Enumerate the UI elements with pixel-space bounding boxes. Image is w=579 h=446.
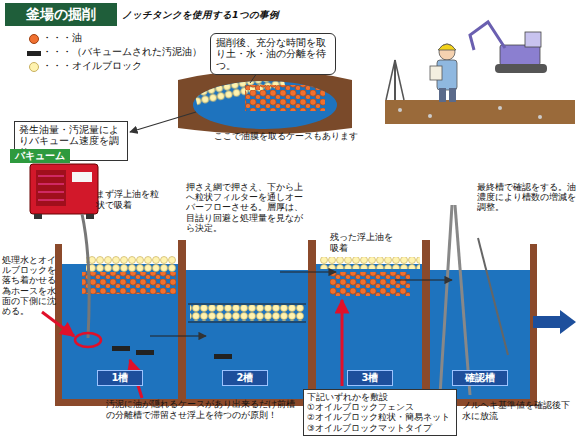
note-text: 押さえ網で押さえ、下から上へ粒状フィルターを通しオーバーフローさせる。層厚は、目… — [186, 182, 310, 233]
node-text: バキューム — [12, 150, 68, 162]
node-text: 確認槽 — [455, 372, 505, 384]
legend-swatch — [27, 51, 41, 56]
title-band: 釜場の掘削 — [5, 3, 117, 26]
excavation-pit — [178, 66, 352, 134]
legend-text: ・・・油 — [42, 32, 82, 43]
node-subtext: ②オイルブロック粒状・簡易ネット — [307, 412, 453, 422]
callout-marks — [42, 300, 342, 398]
node-text: 2槽 — [225, 372, 265, 384]
legend-swatch — [29, 62, 39, 72]
note-text: まず浮上油を粒状で吸着 — [96, 189, 160, 211]
node-text: 3槽 — [350, 372, 390, 384]
tank-label: 確認槽 — [452, 370, 508, 386]
worker-illustration — [385, 44, 575, 124]
notch-tank — [55, 205, 576, 406]
equipment-label: バキューム — [10, 149, 70, 163]
title-text: 釜場の掘削 — [5, 3, 117, 26]
node-subtext: ①オイルブロックフェンス — [307, 402, 453, 412]
option-list-box: 下記いずれかを敷設①オイルブロックフェンス②オイルブロック粒状・簡易ネット③オイ… — [303, 389, 457, 436]
tank-label: 2槽 — [222, 370, 268, 386]
note-box: 掘削後、充分な時間を取り土・水・油の分離を待つ。 — [210, 33, 336, 75]
flow-arrow — [130, 112, 196, 132]
tank-label: 3槽 — [347, 370, 393, 386]
tank-label: 1槽 — [97, 370, 143, 386]
note-text: 処理水とオイルブロックを落ち着かせる為ホースを水面の下側に沈める。 — [2, 255, 62, 316]
note-text: ここで油膜を取るケースもあります — [214, 131, 374, 141]
legend-swatch — [29, 34, 39, 44]
node-text: 掘削後、充分な時間を取り土・水・油の分離を待つ。 — [216, 37, 330, 71]
vacuum-hose — [82, 214, 89, 338]
node-text: 1槽 — [100, 372, 140, 384]
note-text: 最終槽で確認をする。油濃度により槽数の増減を調整。 — [477, 182, 577, 213]
node-subtext: ③オイルブロックマットタイプ — [307, 423, 453, 433]
note-text: 残った浮上油を吸着 — [330, 232, 396, 254]
vacuum-machine — [30, 164, 98, 219]
note-text: ノルヘキ基準値を確認後下水に放流 — [462, 400, 576, 422]
subtitle-text: ノッチタンクを使用する1つの事例 — [122, 9, 342, 20]
warning-text: 汚泥に油が隠れるケースがあり出来るだけ前槽の分離槽で滞留させ浮上を待つのが原則！ — [106, 399, 298, 421]
legend-text: ・・・オイルブロック — [42, 60, 142, 71]
excavator-illustration — [470, 22, 547, 73]
node-text: 下記いずれかを敷設 — [307, 392, 453, 402]
legend-text: ・・・（バキュームされた汚泥油） — [42, 46, 202, 57]
